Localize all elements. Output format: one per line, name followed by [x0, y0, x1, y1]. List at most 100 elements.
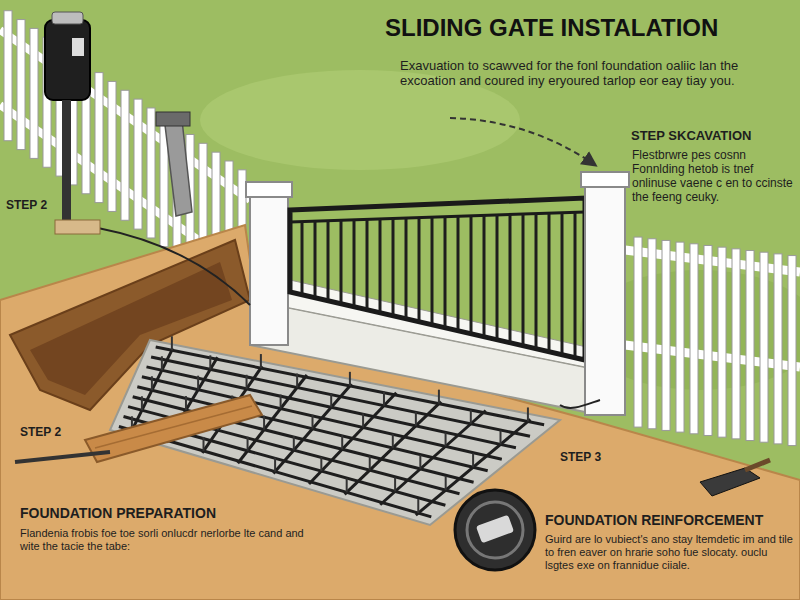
step-text: Flestbrwre pes cosnn Fonnlding hetob is … — [632, 148, 795, 204]
rebar-stub — [472, 453, 474, 467]
rebar-stub — [392, 434, 394, 448]
fence-picket — [760, 252, 768, 442]
rebar-stub — [263, 416, 265, 430]
dirt-ground — [0, 225, 800, 600]
step-label: STEP 2 — [6, 198, 66, 212]
fence-picket — [30, 28, 38, 158]
step-label: STEP 3 — [560, 450, 640, 464]
fence-picket — [121, 90, 129, 220]
rebar-stub — [141, 396, 143, 410]
gate-bar — [535, 214, 538, 349]
rebar-stub — [280, 395, 282, 409]
gate-bar — [314, 221, 317, 298]
gate-bar — [561, 213, 564, 355]
gate-bar — [548, 213, 551, 351]
gate-bar — [509, 215, 512, 343]
section-text: Guird are lo vubiect's ano stay ltemdeti… — [545, 533, 795, 572]
rebar-stub — [394, 477, 396, 491]
gate-bar — [353, 220, 356, 307]
gate-bar — [457, 216, 460, 330]
plank-grain — [95, 406, 252, 448]
sliding-gate — [290, 198, 585, 360]
step-label: STEP 2 — [20, 425, 80, 439]
gate-bar — [379, 219, 382, 313]
icon-ring — [467, 502, 523, 558]
fence-picket — [4, 11, 12, 141]
fence-picket — [147, 108, 155, 238]
rebar-stub — [470, 410, 472, 424]
fence-picket — [134, 99, 142, 229]
rebar-stub — [151, 376, 153, 390]
diagram-title: SLIDING GATE INSTALATION — [385, 14, 790, 42]
gate-bar — [418, 218, 421, 322]
rebar-stub — [312, 415, 314, 429]
gate-bar — [405, 218, 408, 319]
fence-right — [634, 237, 796, 445]
fence-picket — [17, 20, 25, 150]
wooden-plank — [85, 395, 262, 462]
motor-base — [55, 220, 100, 234]
rebar-stub — [362, 413, 364, 427]
gate-bars — [302, 212, 575, 357]
steel-rod — [15, 452, 110, 462]
fence-picket — [718, 247, 726, 437]
fence-picket — [634, 237, 642, 427]
rebar-stub — [415, 412, 417, 426]
rebar-stub — [320, 457, 322, 471]
rebar-stub — [417, 499, 419, 513]
motor-pole — [62, 100, 71, 222]
fence-picket — [732, 249, 740, 439]
rebar-stub — [346, 478, 348, 492]
pointer-arrow — [450, 118, 595, 165]
rebar-stub — [185, 396, 187, 410]
gate-bar — [483, 215, 486, 336]
trowel-blade — [700, 468, 760, 496]
rebar-stub — [203, 437, 205, 451]
gate-bar — [431, 217, 434, 325]
intro-text: Exavuation to scawved for the fonl found… — [400, 58, 785, 88]
step-heading: STEP SKCAVATION — [631, 128, 796, 143]
fence-picket — [676, 242, 684, 432]
section-heading: FOUNDATION PREPARATION — [20, 505, 320, 522]
fence-picket — [662, 240, 670, 430]
rebar-bar — [273, 384, 351, 474]
fence-picket — [648, 239, 656, 429]
rebar-stub — [527, 407, 529, 421]
gate-bar — [574, 212, 577, 357]
rebar-stub — [171, 336, 173, 350]
rebar-stub — [438, 390, 440, 404]
rebar-stub — [246, 375, 248, 389]
fence-picket — [108, 81, 116, 211]
section-heading: FOUNDATION REINFORCEMENT — [545, 512, 795, 529]
fence-picket — [704, 245, 712, 435]
section-text: Flandenia frobis foe toe sorli onlucdr n… — [20, 527, 320, 553]
rebar-stub — [260, 354, 262, 368]
gate-bar — [301, 222, 304, 295]
motor-top — [52, 12, 83, 24]
rebar-stub — [349, 372, 351, 386]
rebar-stub — [197, 376, 199, 390]
gate-bar — [392, 219, 395, 316]
gate-bar — [470, 216, 473, 334]
rebar-stub — [383, 392, 385, 406]
rebar-stub — [330, 393, 332, 407]
tool-head — [156, 112, 190, 126]
rebar-stub — [296, 373, 298, 387]
rebar-stub — [209, 355, 211, 369]
gate-bar — [366, 219, 369, 309]
trowel-handle — [745, 460, 770, 470]
gate-bar — [496, 215, 499, 340]
gate-bar — [327, 221, 330, 301]
rebar-stub — [369, 456, 371, 470]
power-wire — [98, 228, 600, 408]
rebar-bar — [380, 410, 486, 504]
rebar-stub — [247, 437, 249, 451]
gate-post — [585, 185, 625, 415]
post-cap — [246, 182, 292, 197]
rebar-stub — [445, 476, 447, 490]
fence-picket — [746, 251, 754, 441]
motor-plate — [72, 38, 84, 56]
rebar-stub — [274, 458, 276, 472]
gate-motor — [45, 20, 90, 100]
